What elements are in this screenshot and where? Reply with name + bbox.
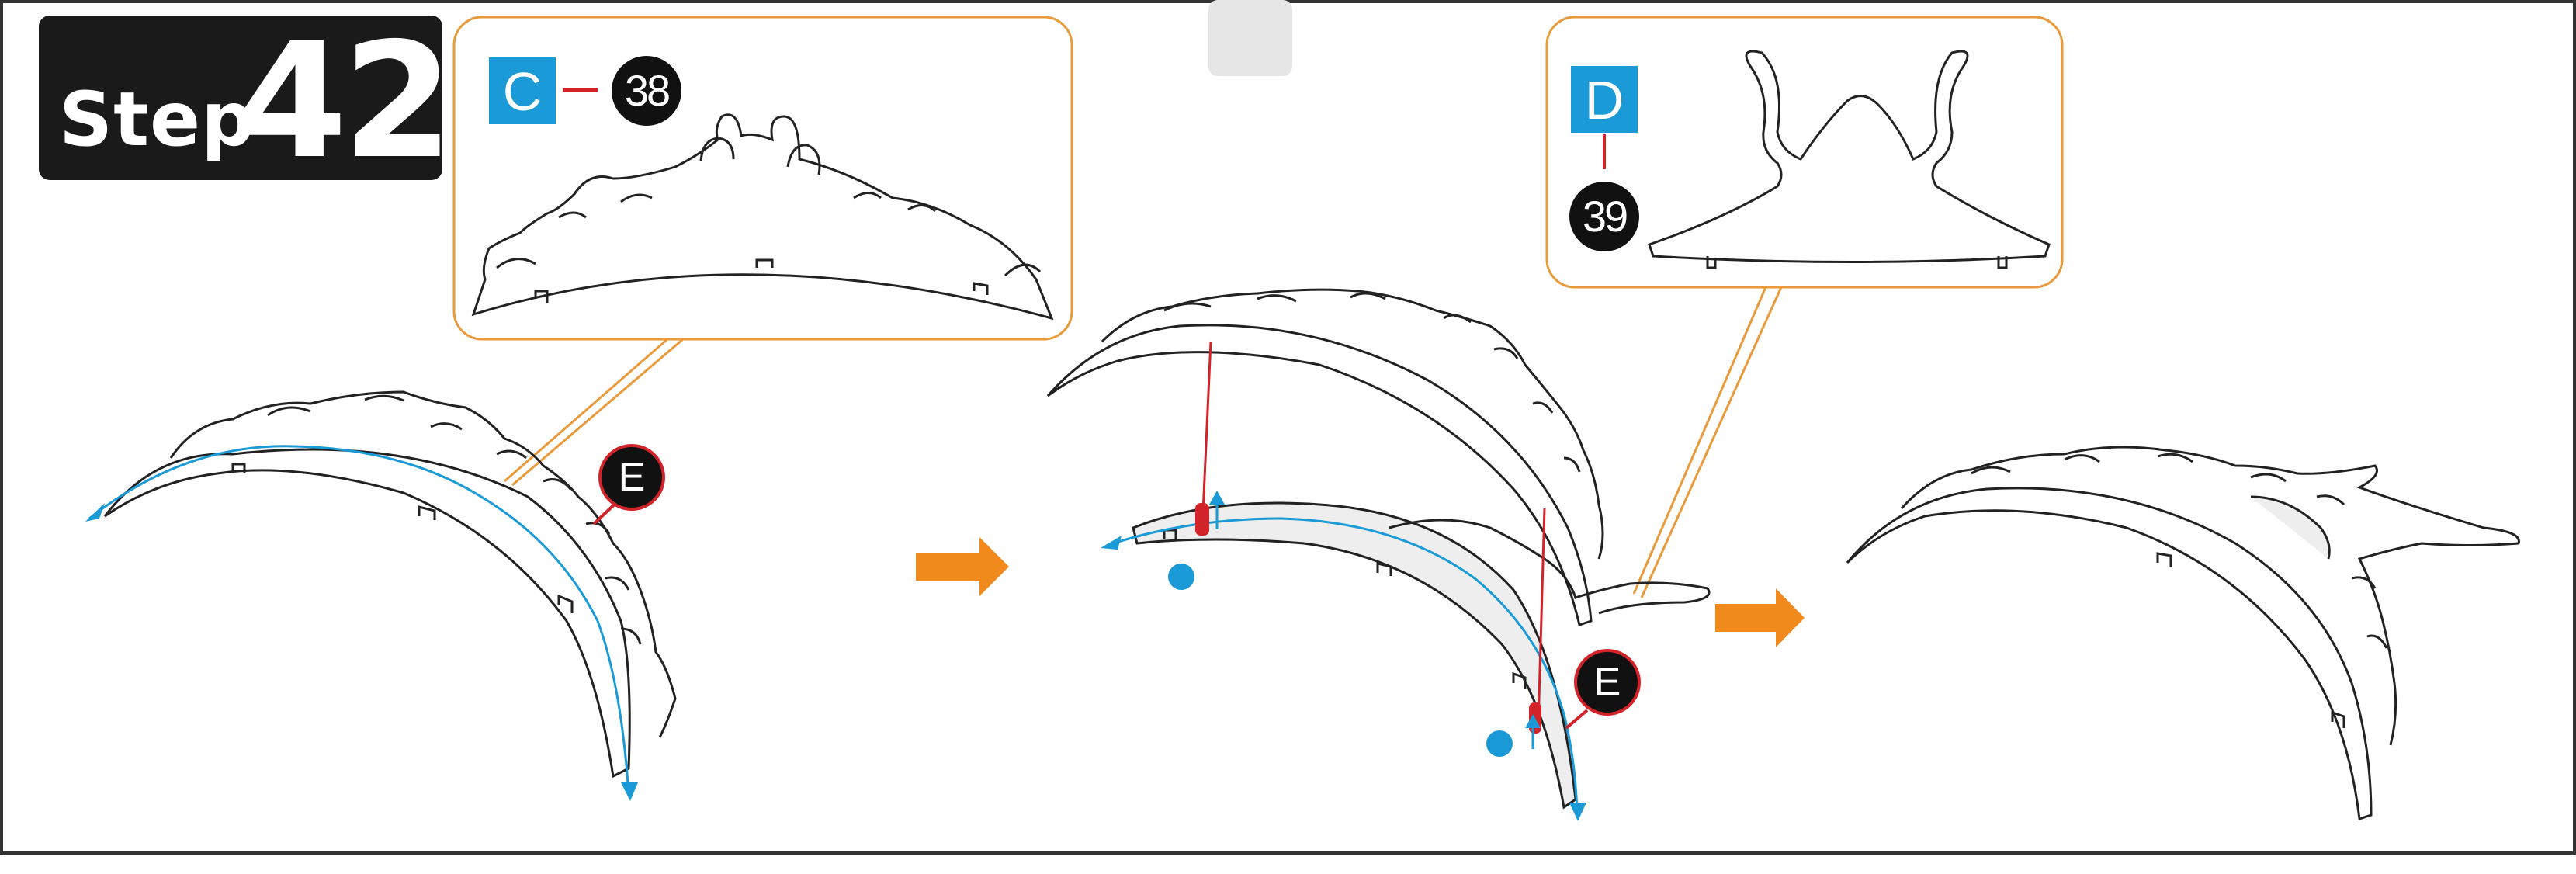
part-letter-badge-d: D bbox=[1571, 66, 1638, 133]
arrow-right-icon bbox=[916, 537, 1009, 596]
callout-leader-d bbox=[1634, 287, 1781, 598]
part-number-badge-39: 39 bbox=[1569, 182, 1639, 251]
step-label: Step bbox=[59, 76, 255, 163]
direction-arrow-left bbox=[89, 446, 629, 793]
arrow-head-middle-start bbox=[1101, 536, 1122, 550]
insert-arrow-head-top bbox=[1209, 491, 1225, 505]
top-tab bbox=[1208, 0, 1292, 76]
alignment-dot-top bbox=[1168, 564, 1194, 590]
arrow-head-left-start bbox=[85, 503, 105, 522]
slot-tab-top bbox=[1195, 503, 1209, 536]
part-letter-badge-c: C bbox=[489, 57, 556, 124]
insertion-line-top bbox=[1203, 342, 1211, 512]
assembly-drawing-middle bbox=[1048, 290, 1709, 807]
arrow-right-icon bbox=[1715, 588, 1805, 647]
direction-arrow-middle bbox=[1106, 519, 1577, 813]
part-e-drawing bbox=[105, 392, 675, 776]
arrow-head-left-end bbox=[621, 782, 638, 801]
part-number-badge-38: 38 bbox=[612, 56, 681, 126]
marker-e-link-middle bbox=[1566, 710, 1587, 728]
assembled-drawing-right bbox=[1847, 447, 2519, 819]
alignment-dot-bottom bbox=[1486, 730, 1513, 757]
part-marker-e-middle: E bbox=[1574, 649, 1641, 716]
part-marker-e-left: E bbox=[598, 444, 665, 511]
step-title-badge: Step 42 bbox=[39, 16, 442, 180]
arrow-head-middle-end bbox=[1569, 803, 1586, 821]
step-number: 42 bbox=[237, 9, 449, 194]
